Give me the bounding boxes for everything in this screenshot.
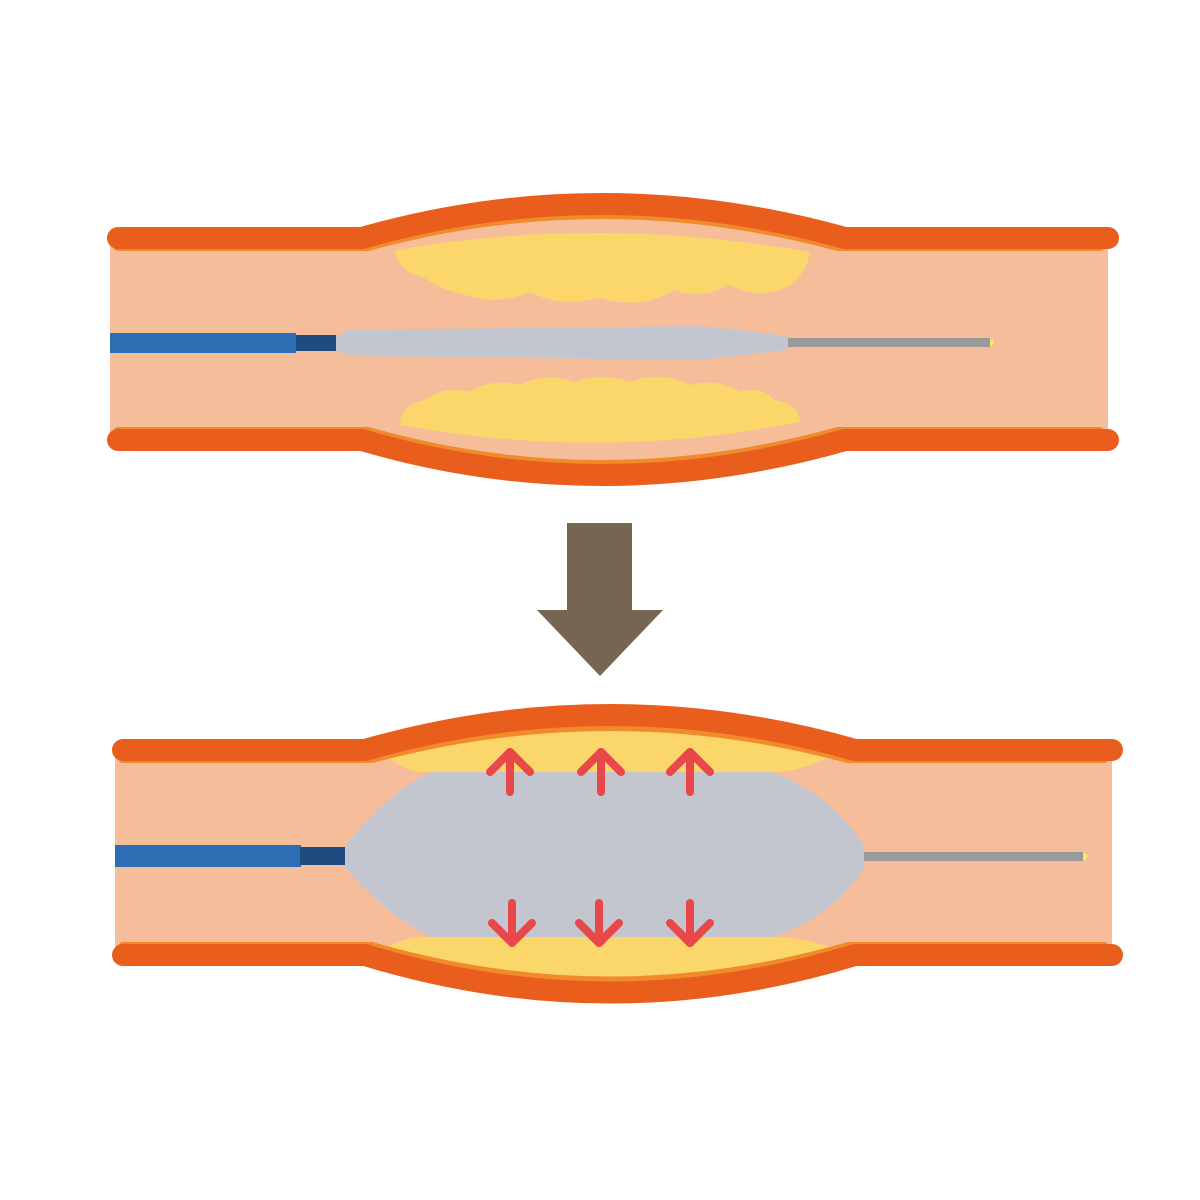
- arrow-up-icon: [577, 748, 625, 796]
- arrow-down-icon: [488, 899, 536, 947]
- arrow-up-icon: [486, 748, 534, 796]
- vessel-wall-bottom-before: [107, 429, 1119, 486]
- down-arrow-icon: [537, 523, 663, 676]
- guidewire-after: [864, 852, 1084, 861]
- arrow-up-icon: [666, 748, 714, 796]
- plaque-bottom: [400, 376, 800, 443]
- guidewire-tip-before: [990, 338, 994, 347]
- vessel-wall-top-after: [112, 704, 1123, 761]
- catheter-connector-before: [296, 335, 336, 351]
- catheter-connector-after: [300, 847, 345, 865]
- guidewire-before: [788, 338, 991, 347]
- deflated-balloon: [336, 326, 790, 360]
- inflated-balloon: [345, 772, 864, 937]
- vessel-after: [112, 704, 1123, 1004]
- arrow-down-icon: [575, 899, 623, 947]
- guidewire-tip-after: [1083, 852, 1088, 861]
- arrow-down-icon: [666, 899, 714, 947]
- vessel-wall-top-before: [107, 193, 1119, 249]
- catheter-shaft-before: [110, 333, 296, 353]
- vessel-wall-bottom-after: [112, 944, 1123, 1004]
- catheter-shaft-after: [115, 845, 301, 867]
- vessel-before: [107, 193, 1119, 486]
- plaque-top: [395, 232, 810, 303]
- pressure-arrows-up: [486, 748, 714, 796]
- plaque-compressed-bottom: [385, 936, 835, 978]
- pressure-arrows-down: [488, 899, 714, 947]
